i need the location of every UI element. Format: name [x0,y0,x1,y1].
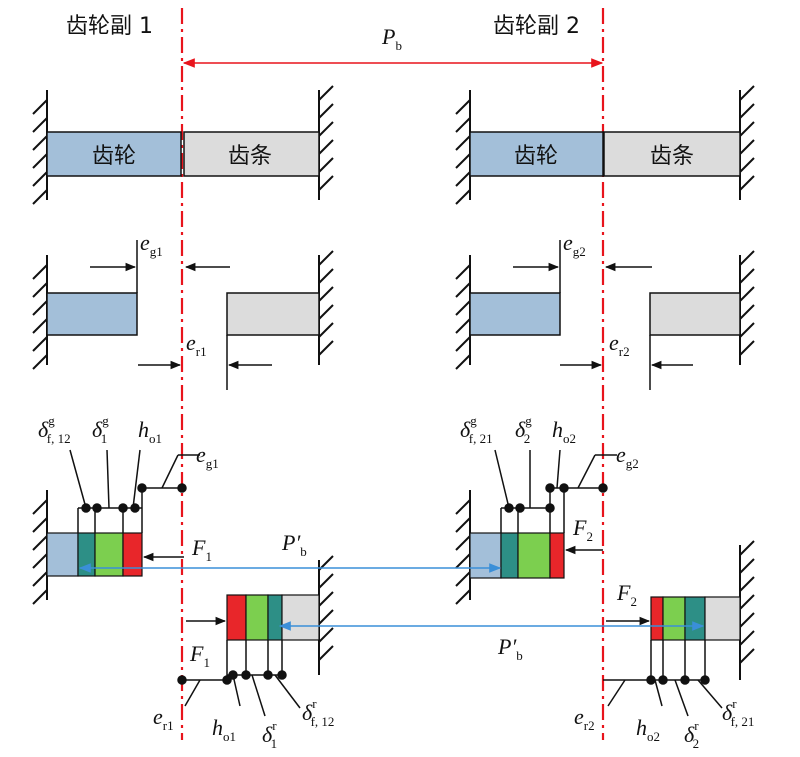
label-h-o1-lower: ho1 [212,715,236,744]
dim-chain-gear2 [494,449,617,533]
label-er2-row3: er2 [574,704,595,733]
gear-label-2: 齿轮 [514,144,558,169]
rack-block-sep-1 [226,292,320,336]
rack1-red-segment [226,594,247,641]
clearance-lines [90,240,693,390]
pb-prime-label-upper: P′b [281,530,307,559]
pb-prime-label-lower: P′b [497,634,523,663]
gear-block-1 [46,131,182,177]
walls [32,85,755,680]
label-eg2-row3: eg2 [616,442,639,471]
title-pair-1: 齿轮副 1 [66,14,153,39]
label-er1-row3: er1 [153,704,174,733]
dim-chain-rack2 [603,640,723,717]
rack-label-1: 齿条 [228,144,272,169]
pb-label: Pb [381,24,402,53]
gear2-teal-segment [500,532,519,579]
rack2-green-segment [662,596,686,641]
gear-block-sep-1 [46,292,138,336]
rack1-teal-segment [267,594,283,641]
rack2-red-segment [650,596,664,641]
rack2-base-segment [704,596,741,641]
label-h-o2-upper: ho2 [552,417,576,446]
label-eg1-row3: eg1 [196,442,219,471]
gear2-base-segment [469,532,502,579]
label-er1-row2: er1 [186,330,207,359]
dim-chain-rack1 [177,640,301,717]
title-pair-2: 齿轮副 2 [493,14,580,39]
gear1-green-segment [94,532,124,577]
rack1-base-segment [281,594,320,641]
rack-block-2 [603,131,741,177]
label-eg1-row2: eg1 [140,230,163,259]
gear2-green-segment [517,532,551,579]
gear1-red-segment [122,532,143,577]
rack-block-1 [183,131,320,177]
label-f2-lower: F2 [616,580,637,609]
rack-label-2: 齿条 [650,144,694,169]
label-f1-lower: F1 [189,641,210,670]
gear-label-1: 齿轮 [92,144,136,169]
dim-chain-gear1 [69,449,200,533]
gear-block-sep-2 [469,292,561,336]
rack2-teal-segment [684,596,706,641]
label-h-o2-lower: ho2 [636,715,660,744]
gear2-red-segment [549,532,565,579]
gear1-teal-segment [77,532,96,577]
rack1-green-segment [245,594,269,641]
label-eg2-row2: eg2 [563,230,586,259]
rack-block-sep-2 [649,292,741,336]
label-f2-upper: F2 [572,515,593,544]
label-er2-row2: er2 [609,330,630,359]
label-h-o1-upper: ho1 [138,417,162,446]
label-f1-upper: F1 [191,535,212,564]
gear1-base-segment [46,532,79,577]
gear-block-2 [469,131,604,177]
